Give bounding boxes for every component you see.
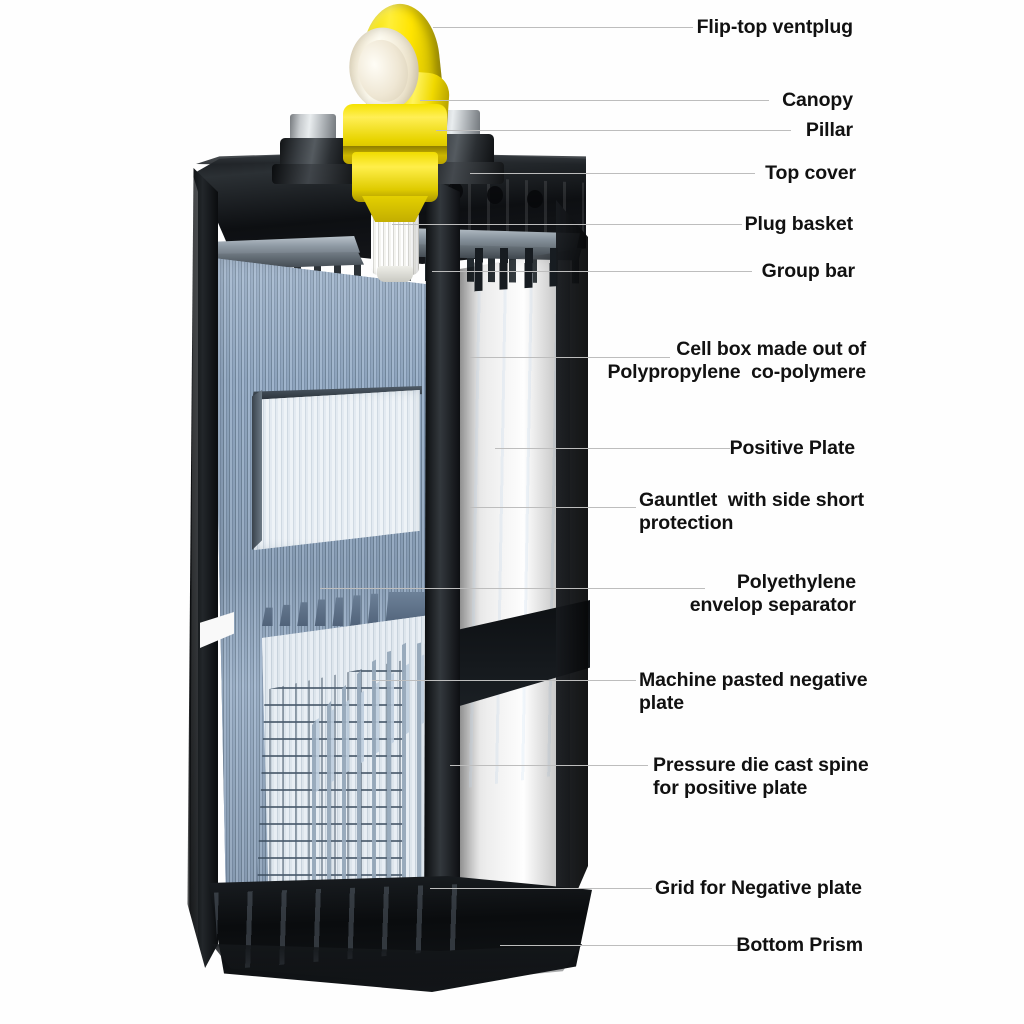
label-plug-basket: Plug basket: [744, 213, 853, 235]
cell-box-corner-post: [424, 176, 460, 972]
battery-cutaway-illustration: [187, 0, 592, 992]
plate-lugs-side: [450, 248, 568, 293]
leader-line-plug-basket: [392, 224, 742, 225]
label-group-bar: Group bar: [761, 260, 855, 282]
top-cover-hole: [487, 186, 503, 204]
positive-plate-gauntlet-part: [254, 390, 420, 550]
leader-line-canopy: [420, 100, 769, 101]
leader-line-pillar: [436, 130, 791, 131]
leader-line-positive-plate: [495, 448, 730, 449]
leader-line-machine-pasted-negative-plate: [372, 680, 636, 681]
label-flip-top-ventplug: Flip-top ventplug: [696, 16, 854, 38]
canopy-ring: [343, 146, 447, 155]
leader-line-gauntlet: [470, 507, 636, 508]
leader-line-top-cover: [470, 173, 755, 174]
plug-basket-foot: [377, 266, 413, 282]
top-cover-hole: [527, 190, 543, 208]
upper-cutaway-ledge: [252, 390, 262, 550]
cell-box-left-wall: [187, 168, 218, 968]
pillar-base-left: [272, 164, 356, 184]
ventplug-body: [352, 152, 438, 202]
leader-line-polyethylene-separator: [320, 588, 705, 589]
leader-line-group-bar: [432, 271, 752, 272]
label-bottom-prism: Bottom Prism: [736, 934, 863, 956]
side-face-shading: [448, 250, 570, 950]
label-grid-for-negative-plate: Grid for Negative plate: [655, 877, 862, 899]
label-pillar: Pillar: [805, 119, 853, 141]
label-polyethylene-separator: Polyethylene envelop separator: [689, 571, 856, 616]
cell-box-right-wall: [556, 200, 588, 940]
leader-line-flip-top-ventplug: [433, 27, 693, 28]
leader-line-grid-for-negative-plate: [430, 888, 652, 889]
leader-line-bottom-prism: [500, 945, 738, 946]
leader-line-pressure-die-cast-spine: [450, 765, 648, 766]
bottom-prism-front-lip: [211, 944, 583, 985]
label-top-cover: Top cover: [765, 162, 856, 184]
leader-line-cell-box: [470, 357, 670, 358]
label-positive-plate: Positive Plate: [729, 437, 856, 459]
cell-box-left-wall-highlight: [190, 176, 198, 966]
label-pressure-die-cast-spine: Pressure die cast spine for positive pla…: [653, 754, 869, 799]
label-cell-box: Cell box made out of Polypropylene co-po…: [607, 338, 866, 383]
label-machine-pasted-negative-plate: Machine pasted negative plate: [639, 669, 868, 714]
gauntlet-tube-highlights: [452, 270, 564, 790]
label-gauntlet: Gauntlet with side short protection: [639, 489, 865, 534]
plug-basket-part: [371, 213, 419, 275]
label-canopy: Canopy: [782, 89, 853, 111]
